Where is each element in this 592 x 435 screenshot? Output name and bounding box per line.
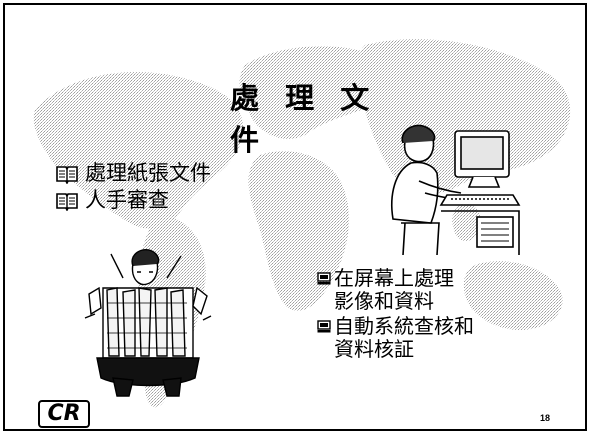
list-item: 人手審查 xyxy=(55,188,211,215)
list-item: 自動系統查核和 資料核証 xyxy=(317,315,474,361)
computer-icon xyxy=(317,272,331,285)
list-item-text: 人手審查 xyxy=(85,188,169,212)
slide-title: 處 理 文 件 xyxy=(230,81,378,157)
list-item-line: 在屏幕上處理 xyxy=(334,266,454,290)
left-bullet-list: 處理紙張文件 人手審查 xyxy=(55,161,211,215)
open-book-icon xyxy=(56,193,78,211)
list-item-line: 資料核証 xyxy=(334,337,414,361)
computer-user-illustration xyxy=(391,124,521,256)
list-item-text: 處理紙張文件 xyxy=(85,161,211,185)
open-book-icon xyxy=(56,166,78,184)
right-bullet-list: 在屏幕上處理 影像和資料 自動系統查核和 資料核証 xyxy=(317,267,474,363)
computer-icon xyxy=(317,320,331,333)
cr-logo: CR xyxy=(38,400,90,428)
list-item-line: 自動系統查核和 xyxy=(334,314,474,338)
list-item-text: 在屏幕上處理 影像和資料 xyxy=(334,267,454,313)
list-item-line: 影像和資料 xyxy=(334,289,434,313)
paper-pile-person-illustration xyxy=(84,249,212,397)
page-number: 18 xyxy=(540,413,551,423)
list-item: 在屏幕上處理 影像和資料 xyxy=(317,267,474,313)
list-item: 處理紙張文件 xyxy=(55,161,211,188)
slide: 處 理 文 件 處理紙張文件 xyxy=(3,3,587,431)
list-item-text: 自動系統查核和 資料核証 xyxy=(334,315,474,361)
